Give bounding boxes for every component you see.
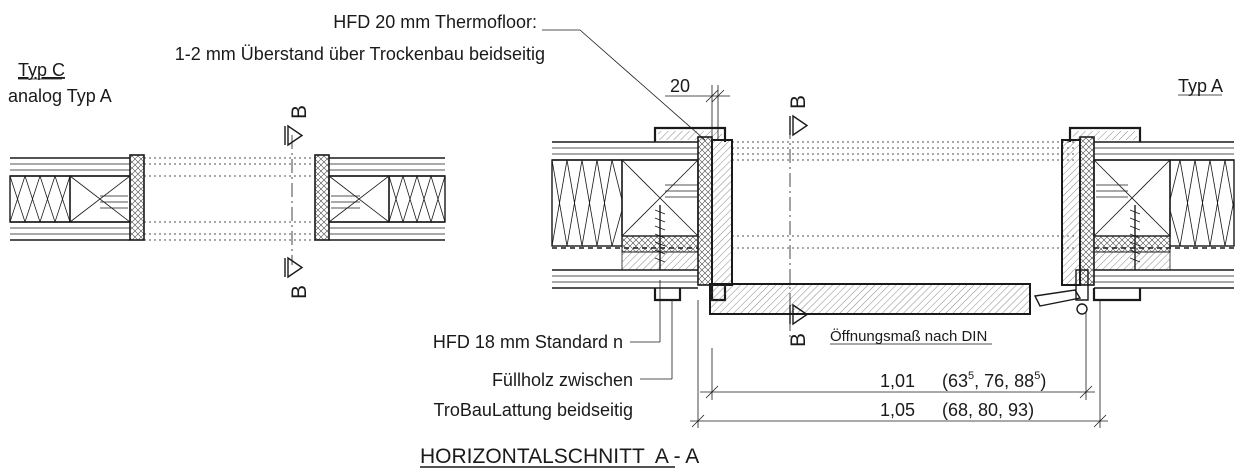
dotted-guides-c [144, 157, 315, 241]
leader-standard [630, 280, 661, 343]
dim-105-text: 1,05 [880, 400, 915, 420]
dotted-guides-a [732, 141, 1075, 249]
drawing-title: HORIZONTALSCHNITT A - A [420, 445, 699, 468]
dim-20-text: 20 [670, 76, 690, 96]
dimension-105 [690, 300, 1108, 428]
wall-typ-c-left [9, 157, 131, 241]
dim-105-paren: (68, 80, 93) [942, 400, 1034, 420]
dimension-101 [700, 312, 1095, 400]
dim-101-paren: (635, 76, 885) [942, 370, 1046, 391]
label-fuellholz-2: TroBauLattung beidseitig [434, 400, 633, 420]
section-letter-bottom-c: B [288, 285, 311, 299]
wall-typ-a-right [1093, 141, 1235, 289]
door-leaf [709, 283, 1088, 315]
section-letter-bottom-a: B [787, 333, 810, 347]
label-typ-a: Typ A [1178, 76, 1223, 96]
label-standard: HFD 18 mm Standard n [433, 332, 623, 352]
frame-post-left-c [129, 154, 145, 241]
door-frame-right-a [1061, 126, 1142, 302]
frame-post-right-c [314, 154, 330, 241]
section-mark-top-a [789, 114, 809, 137]
label-typ-c-note: analog Typ A [8, 86, 112, 106]
dimension-20 [665, 85, 730, 140]
label-thermofloor-1: HFD 20 mm Thermofloor: [333, 12, 537, 32]
section-mark-bottom-a [789, 303, 809, 326]
section-mark-top-c [284, 124, 304, 147]
door-frame-left-a [653, 126, 733, 302]
wall-typ-c-right [328, 157, 446, 241]
label-fuellholz-1: Füllholz zwischen [492, 370, 633, 390]
section-letter-top-a: B [787, 95, 810, 109]
section-letter-top-c: B [288, 105, 311, 119]
wall-typ-a-left [551, 141, 699, 289]
leader-thermofloor [542, 29, 706, 141]
leader-fuellholz [640, 300, 673, 380]
section-mark-bottom-c [284, 256, 304, 279]
label-thermofloor-2: 1-2 mm Überstand über Trockenbau beidsei… [175, 44, 545, 64]
label-oeffnung: Öffnungsmaß nach DIN [830, 327, 987, 345]
label-typ-c: Typ C [18, 60, 65, 80]
dim-101-text: 1,01 [880, 371, 915, 391]
